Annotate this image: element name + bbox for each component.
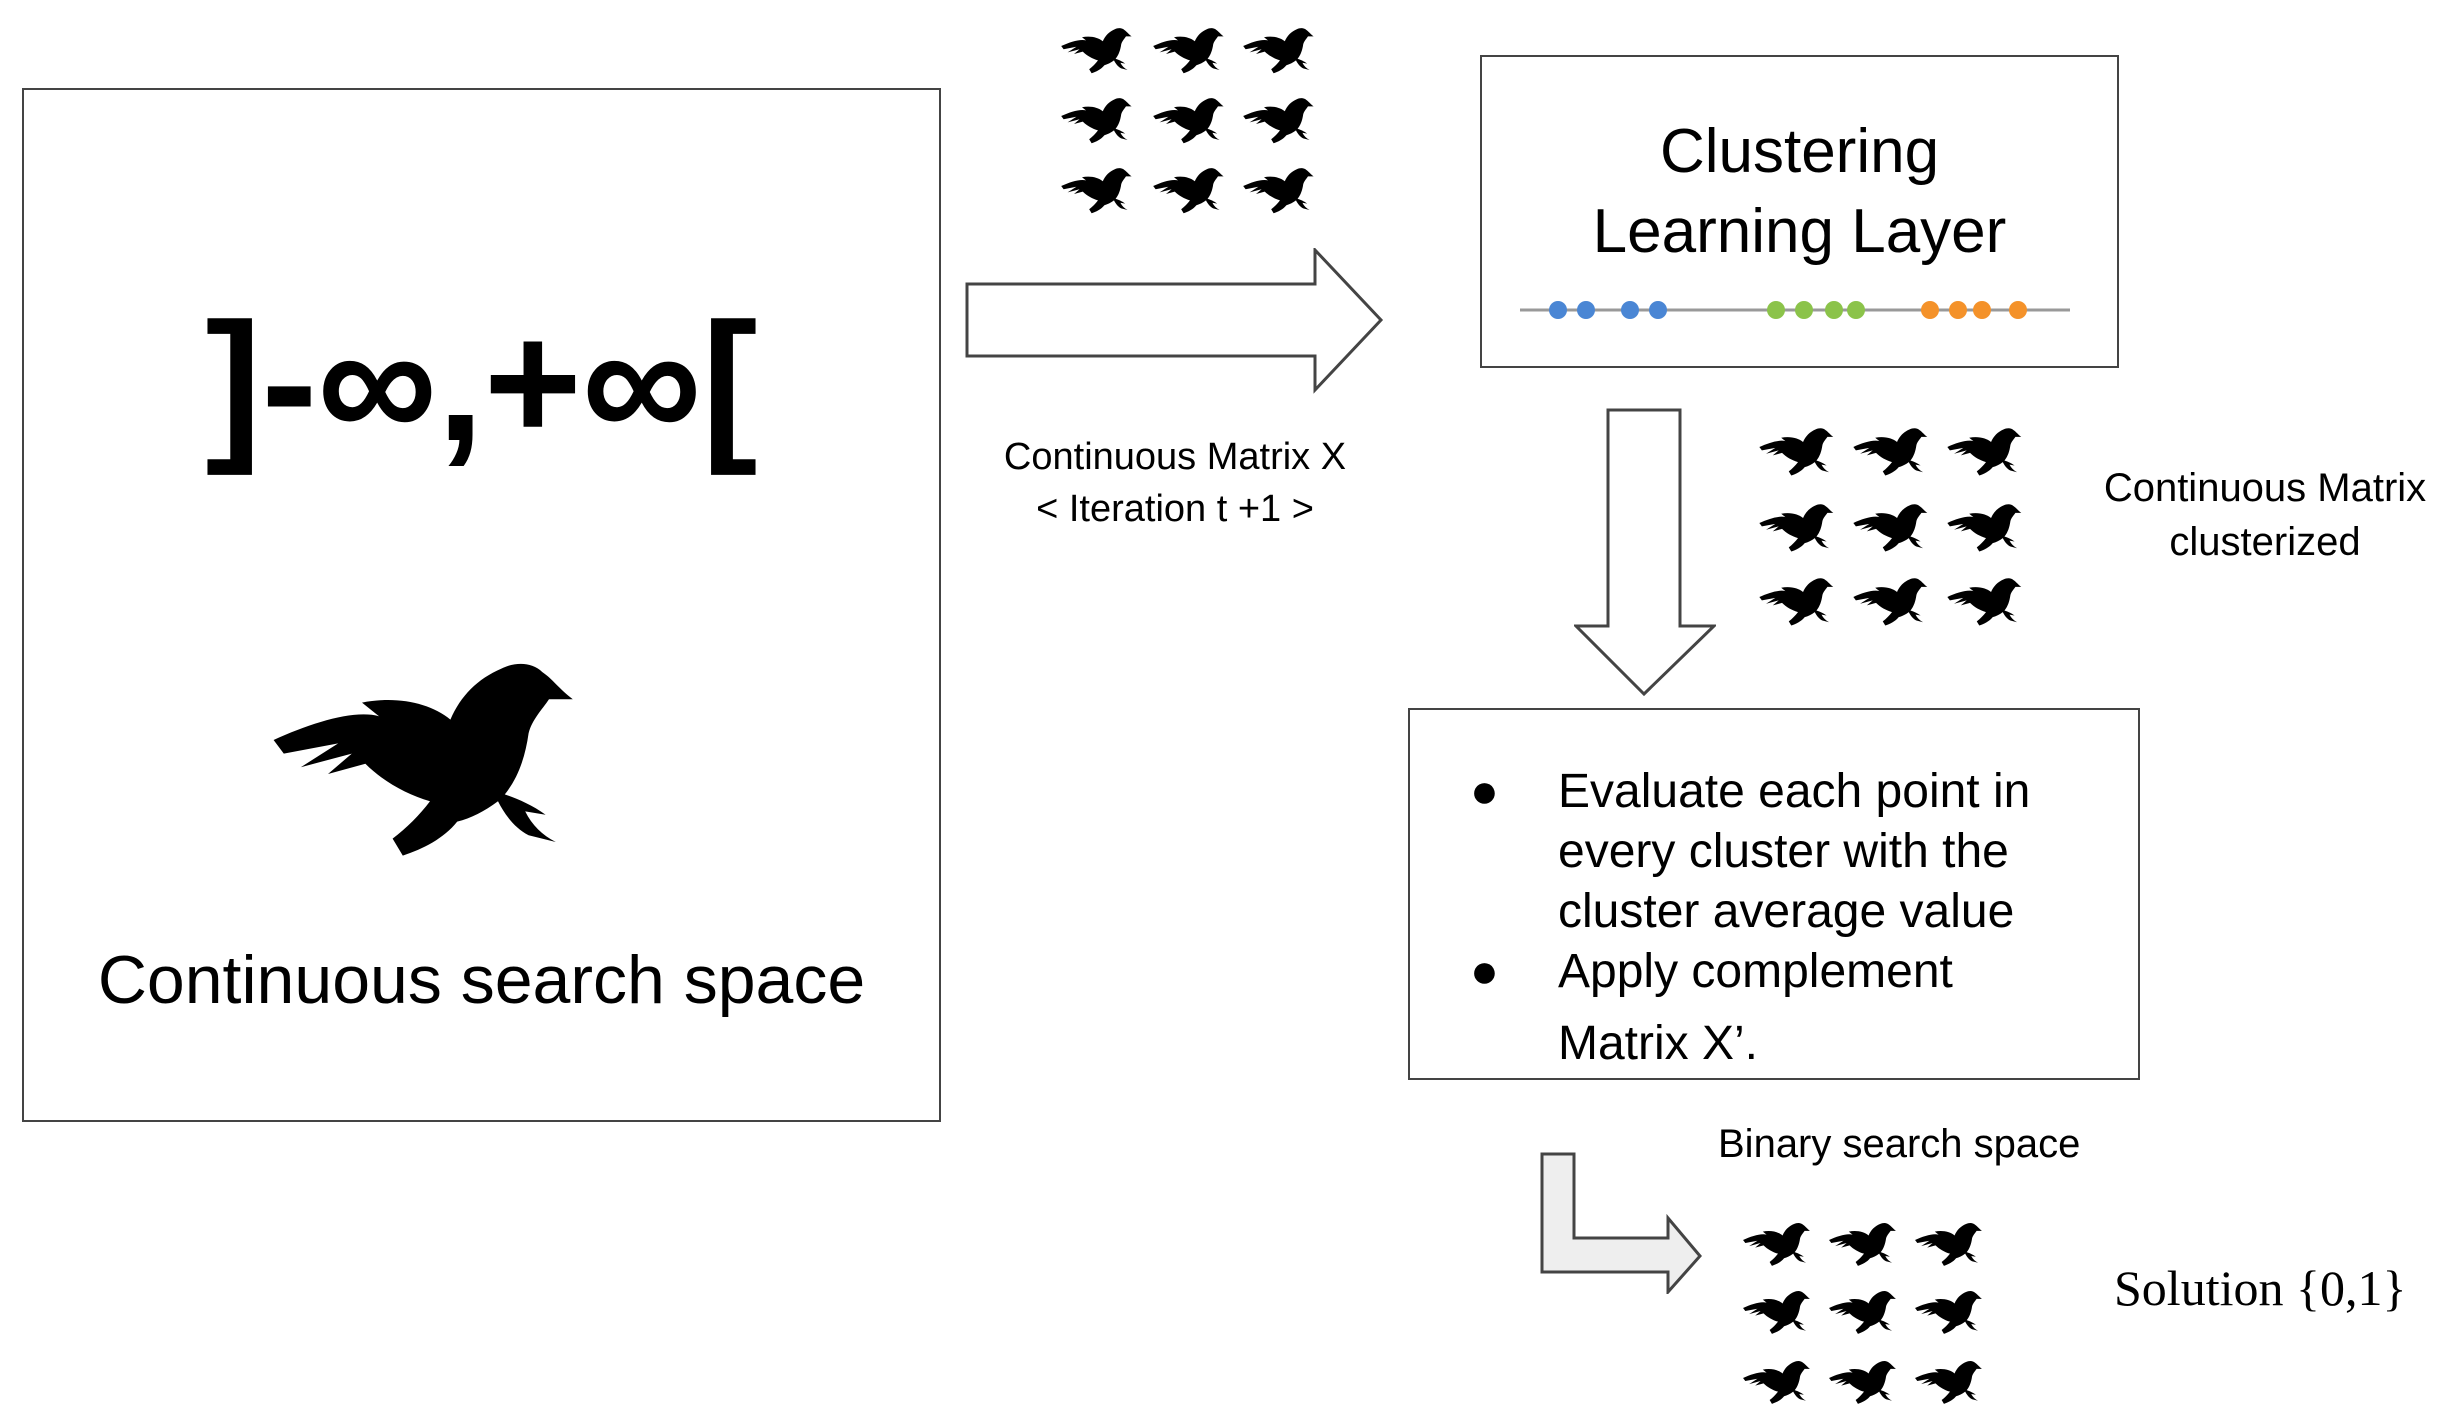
bullet-complement-line1: Apply complement [1558, 945, 1953, 998]
crow-icon [1915, 1222, 1982, 1266]
cluster-dot-green [1795, 301, 1813, 319]
crow-icon [1743, 1290, 1810, 1334]
crow-icon [1153, 98, 1224, 144]
interval-label: ]-∞,+∞[ [205, 288, 758, 476]
crow-icon [1947, 428, 2022, 476]
continuous-search-space-panel [22, 88, 941, 1122]
crow-grid-bottom [1743, 1222, 1982, 1404]
crow-icon [1243, 28, 1314, 74]
crow-icon [1947, 578, 2022, 626]
cluster-dot-blue [1649, 301, 1667, 319]
crow-icon [1061, 98, 1132, 144]
cluster-dot-blue [1621, 301, 1639, 319]
evaluate-box [1408, 708, 2140, 1080]
crow-icon [1947, 504, 2022, 552]
crow-icon [1759, 504, 1834, 552]
crow-icon [1853, 428, 1928, 476]
crow-icon [1743, 1360, 1810, 1404]
binary-search-space-label: Binary search space [1718, 1122, 2081, 1166]
arrow-down-icon [1574, 408, 1716, 697]
bullet-evaluate-line1: Evaluate each point in [1558, 765, 2031, 818]
arrow1-label-line1: Continuous Matrix X [1003, 436, 1347, 478]
cluster-dot-orange [1921, 301, 1939, 319]
bullet-evaluate-line3: cluster average value [1558, 885, 2015, 938]
continuous-search-space-caption: Continuous search space [97, 942, 866, 1018]
crow-grid-middle [1759, 428, 2022, 626]
elbow-arrow-icon [1540, 1152, 1702, 1294]
crow-icon [1853, 578, 1928, 626]
clusterized-label-line2: clusterized [2169, 520, 2361, 564]
crow-icon [1153, 28, 1224, 74]
crow-icon [1153, 168, 1224, 214]
evaluate-bullet-list: ● Evaluate each point in every cluster w… [1408, 762, 2140, 1074]
clustering-title-line2: Learning Layer [1592, 197, 2007, 266]
crow-icon [1243, 98, 1314, 144]
crow-icon [1829, 1222, 1896, 1266]
arrow-right-icon [965, 248, 1384, 394]
bullet-item-evaluate: ● Evaluate each point in every cluster w… [1408, 762, 2140, 942]
bullet-dot: ● [1470, 945, 1499, 998]
solution-label: Solution {0,1} [2114, 1260, 2407, 1316]
clustering-title-line1: Clustering [1659, 117, 1940, 186]
crow-icon [1061, 28, 1132, 74]
cluster-dot-blue [1549, 301, 1567, 319]
crow-icon [1915, 1360, 1982, 1404]
cluster-dot-green [1767, 301, 1785, 319]
cluster-dot-orange [1949, 301, 1967, 319]
cluster-dot-line [1520, 301, 2070, 319]
crow-icon [1061, 168, 1132, 214]
cluster-dot-orange [1973, 301, 1991, 319]
crow-icon [1829, 1290, 1896, 1334]
crow-grid-top [1061, 28, 1314, 214]
bullet-dot: ● [1470, 765, 1499, 818]
cluster-dot-green [1847, 301, 1865, 319]
crow-icon [1759, 578, 1834, 626]
crow-icon [1759, 428, 1834, 476]
cluster-dot-green [1825, 301, 1843, 319]
crow-icon [1743, 1222, 1810, 1266]
crow-icon [1243, 168, 1314, 214]
crow-icon [1829, 1360, 1896, 1404]
cluster-dot-orange [2009, 301, 2027, 319]
arrow1-label-line2: < Iteration t +1 > [1036, 488, 1314, 530]
crow-icon [1915, 1290, 1982, 1334]
crow-icon [260, 615, 600, 865]
bullet-evaluate-line2: every cluster with the [1558, 825, 2009, 878]
bullet-complement-line2: Matrix X’. [1558, 1017, 1759, 1070]
crow-icon [1853, 504, 1928, 552]
bullet-item-complement: ● Apply complement Matrix X’. [1408, 942, 2140, 1074]
cluster-dot-blue [1577, 301, 1595, 319]
clusterized-label-line1: Continuous Matrix [2103, 466, 2427, 510]
